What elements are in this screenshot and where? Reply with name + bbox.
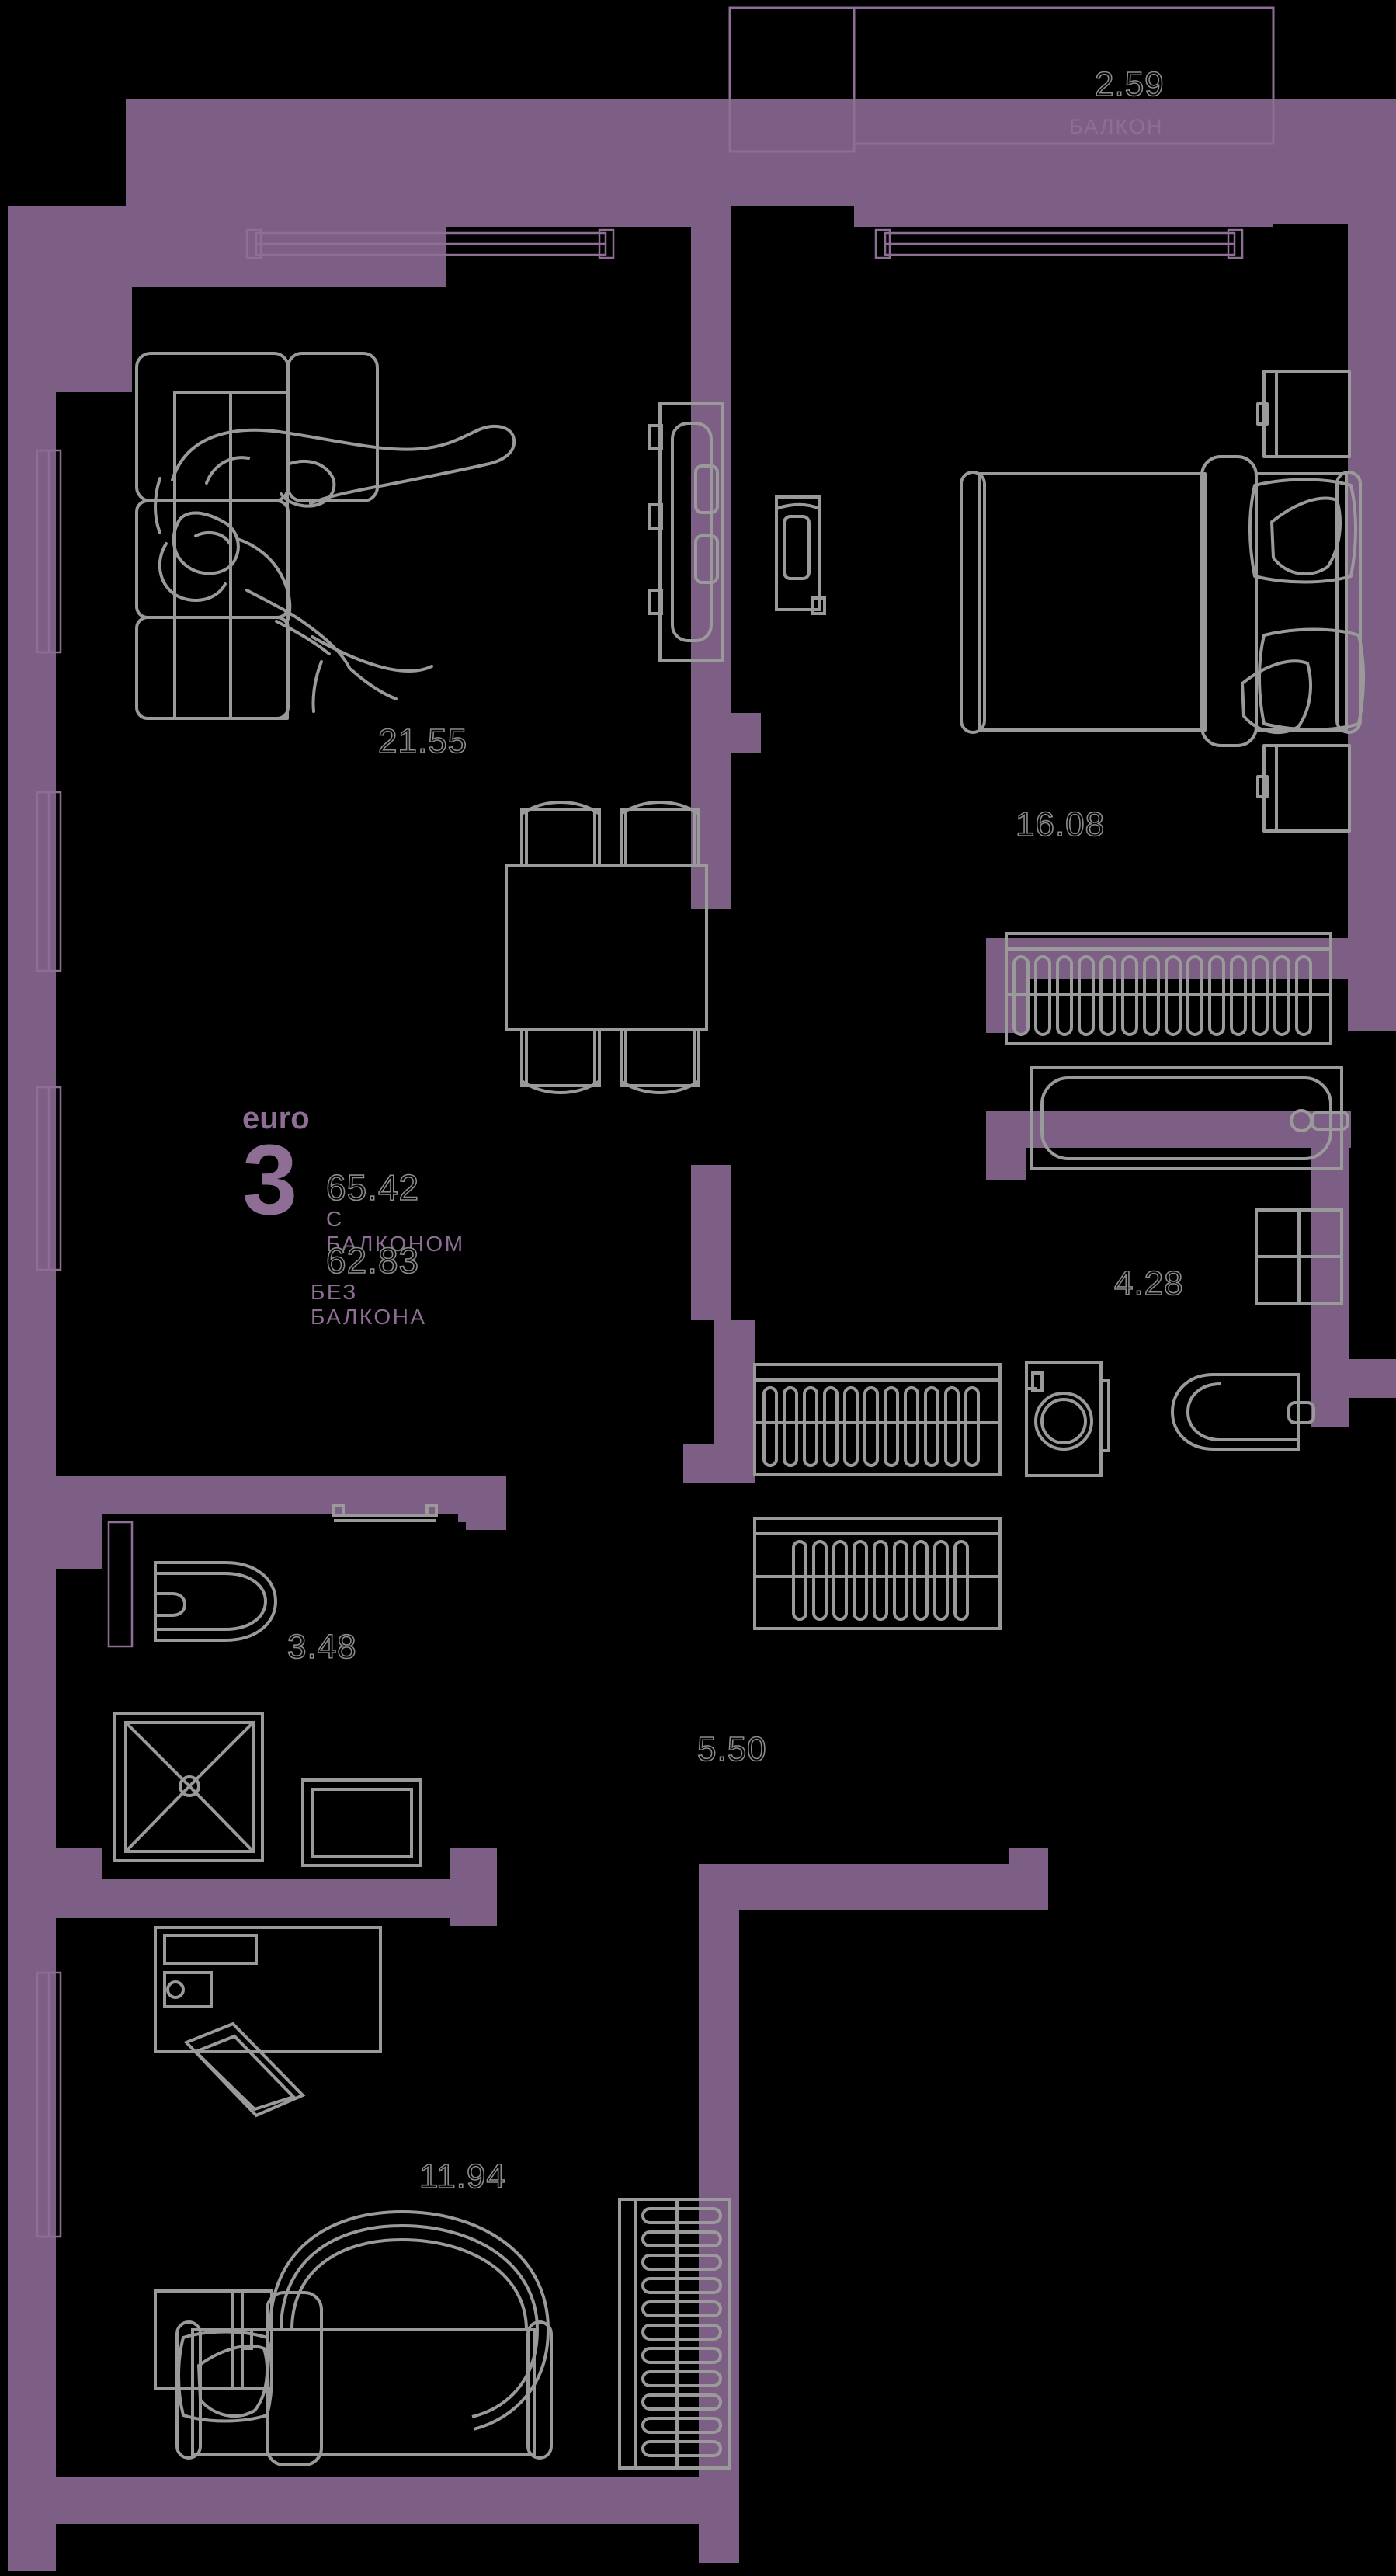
furniture-wardrobe-hall-2 (753, 1517, 1002, 1630)
summary-rooms-count: 3 (242, 1125, 298, 1236)
summary-caption-with-balcony: С БАЛКОНОМ (326, 1207, 465, 1256)
summary-type-label: euro (242, 1101, 310, 1135)
furniture-wardrobe-hall-1 (753, 1363, 1002, 1476)
furniture-washing-machine (1025, 1361, 1110, 1477)
furniture-bedroom-main (960, 370, 1365, 833)
furniture-living-room (135, 352, 516, 720)
summary-area-without-balcony: 62.83 (325, 1239, 420, 1281)
summary-area-with-balcony: 65.42 (325, 1166, 420, 1208)
furniture-wardrobe-bedroom (1005, 932, 1332, 1045)
windows (36, 228, 1244, 2238)
furniture-bathtub (1030, 1066, 1349, 1170)
furniture-shower-corner (1255, 1208, 1343, 1305)
furniture-bathroom-small (113, 1504, 438, 1867)
furniture-kitchen-unit (648, 402, 826, 662)
walls (8, 99, 1396, 2571)
furniture-toilet (1170, 1373, 1315, 1451)
balcony-outline (728, 6, 1275, 153)
summary-caption-without-balcony: БЕЗ БАЛКОНА (311, 1280, 427, 1329)
furniture-bedroom-2 (154, 1926, 731, 2470)
furniture-dining-set (505, 801, 708, 1094)
